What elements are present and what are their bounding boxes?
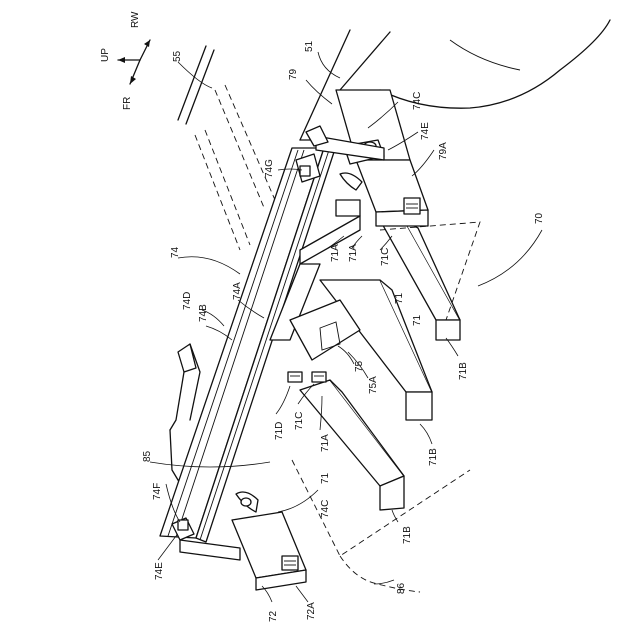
label-71b-3: 71B xyxy=(402,526,413,544)
label-51: 51 xyxy=(304,40,315,52)
background-arc-inner xyxy=(450,40,520,70)
dir-up-label: UP xyxy=(100,48,111,62)
label-71-1: 71 xyxy=(394,292,405,304)
label-71c-1: 71C xyxy=(380,248,391,266)
label-85: 85 xyxy=(142,450,153,462)
label-74: 74 xyxy=(170,246,181,258)
label-75: 75 xyxy=(354,360,365,372)
label-74b: 74B xyxy=(198,304,209,322)
dir-rw-label: RW xyxy=(130,11,141,28)
label-74g: 74G xyxy=(264,159,275,178)
frame-55 xyxy=(178,46,214,124)
label-71a-1: 71A xyxy=(330,244,341,262)
label-71a-2: 71A xyxy=(348,244,359,262)
label-74e-bot: 74E xyxy=(154,562,165,580)
label-71b-2: 71B xyxy=(428,448,439,466)
label-72: 72 xyxy=(268,610,279,622)
label-79: 79 xyxy=(288,68,299,80)
dir-fr-label: FR xyxy=(122,97,133,110)
direction-indicator xyxy=(118,40,150,84)
label-74f: 74F xyxy=(152,483,163,500)
label-71-3: 71 xyxy=(320,472,331,484)
label-70: 70 xyxy=(534,212,545,224)
label-75a: 75A xyxy=(368,376,379,394)
label-74c-top: 74C xyxy=(412,92,423,110)
label-74d: 74D xyxy=(182,292,193,310)
label-55: 55 xyxy=(172,50,183,62)
label-74c-bot: 74C xyxy=(320,500,331,518)
label-71a-3: 71A xyxy=(320,434,331,452)
label-74e-top: 74E xyxy=(420,122,431,140)
label-74a: 74A xyxy=(232,282,243,300)
label-71-2: 71 xyxy=(412,314,423,326)
label-72a: 72A xyxy=(306,602,317,620)
label-86: 86 xyxy=(396,582,407,594)
dashed-motion-lines xyxy=(195,85,275,250)
label-71b-1: 71B xyxy=(458,362,469,380)
label-71d: 71D xyxy=(274,422,285,440)
label-79a: 79A xyxy=(438,142,449,160)
label-71c-2: 71C xyxy=(294,412,305,430)
